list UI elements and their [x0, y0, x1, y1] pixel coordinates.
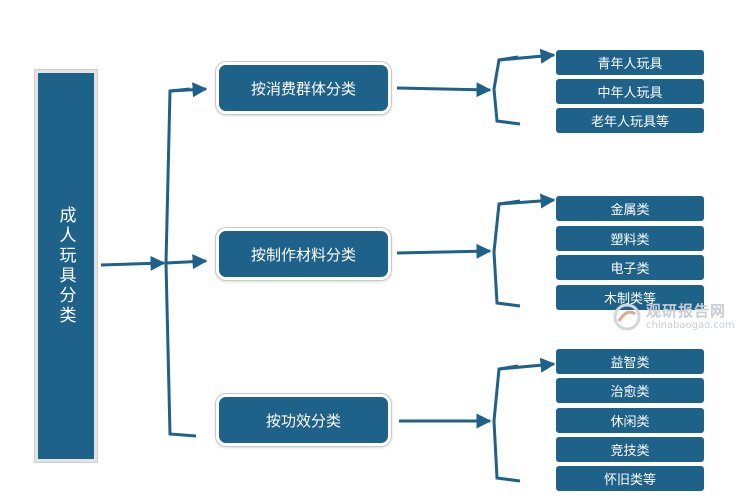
watermark-subtitle: chinabaogao.com [646, 320, 735, 331]
leaf-node: 竞技类 [556, 437, 704, 462]
watermark-logo-icon [613, 303, 641, 331]
watermark-title: 观研报告网 [646, 302, 727, 320]
category-label: 按消费群体分类 [250, 79, 356, 98]
leaf-node: 塑料类 [556, 226, 704, 251]
leaf-node: 益智类 [556, 349, 704, 374]
leaf-node: 怀旧类等 [556, 466, 704, 491]
category-label: 按制作材料分类 [250, 245, 356, 264]
leaf-node: 电子类 [556, 255, 704, 280]
leaf-node: 治愈类 [556, 378, 704, 403]
category-box-consumer-group: 按消费群体分类 [216, 62, 391, 114]
leaf-node: 老年人玩具等 [556, 108, 704, 133]
category-box-function: 按功效分类 [216, 394, 391, 446]
leaf-node: 休闲类 [556, 408, 704, 433]
leaf-node: 青年人玩具 [556, 50, 704, 75]
category-label: 按功效分类 [265, 411, 341, 430]
root-label: 成人玩具分类 [55, 206, 76, 326]
category-box-material: 按制作材料分类 [216, 228, 391, 280]
watermark: 观研报告网 chinabaogao.com [612, 300, 735, 336]
root-node: 成人玩具分类 [35, 70, 97, 462]
leaf-node: 中年人玩具 [556, 79, 704, 104]
leaf-node: 金属类 [556, 196, 704, 221]
